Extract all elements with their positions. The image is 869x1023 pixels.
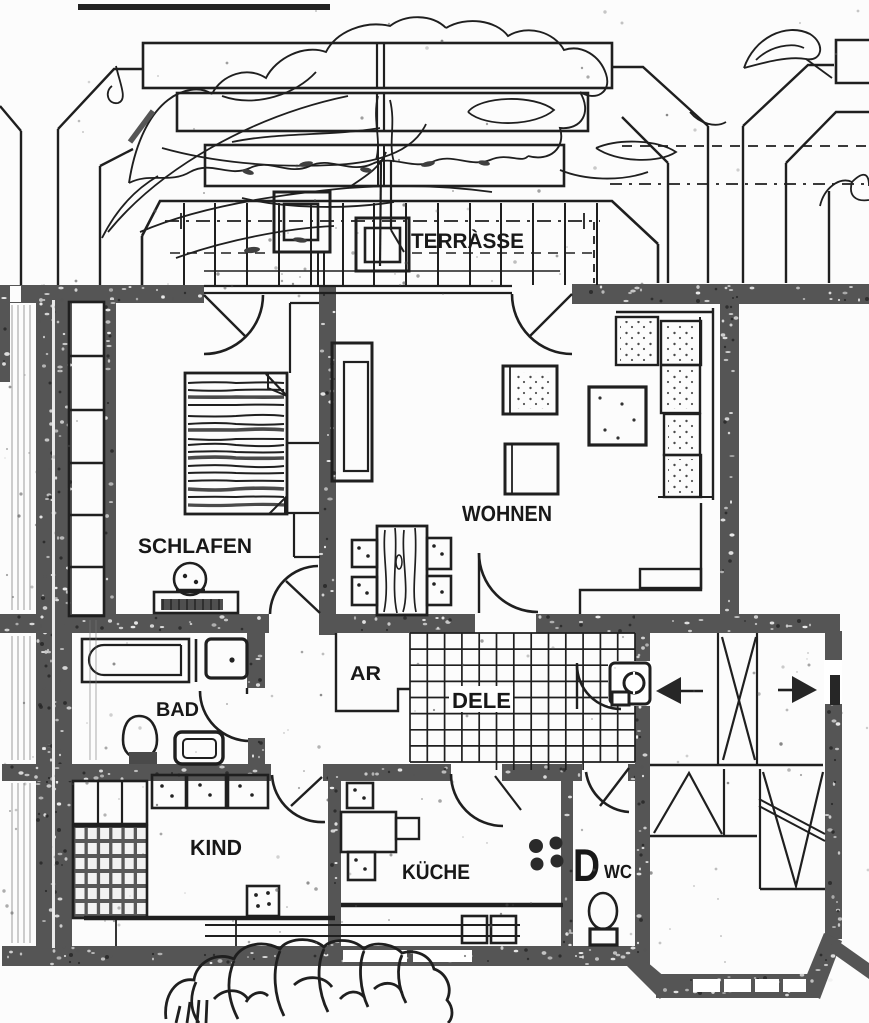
svg-text:TERRÀSSE: TERRÀSSE xyxy=(411,229,524,253)
svg-text:KÜCHE: KÜCHE xyxy=(402,861,470,884)
svg-text:WC: WC xyxy=(604,862,632,883)
svg-text:DELE: DELE xyxy=(452,688,511,713)
svg-text:KIND: KIND xyxy=(190,835,242,860)
svg-text:D: D xyxy=(573,839,600,891)
svg-text:BAD: BAD xyxy=(156,699,199,721)
svg-text:AR: AR xyxy=(350,663,382,685)
svg-text:SCHLAFEN: SCHLAFEN xyxy=(138,535,252,558)
svg-text:WOHNEN: WOHNEN xyxy=(462,501,552,526)
